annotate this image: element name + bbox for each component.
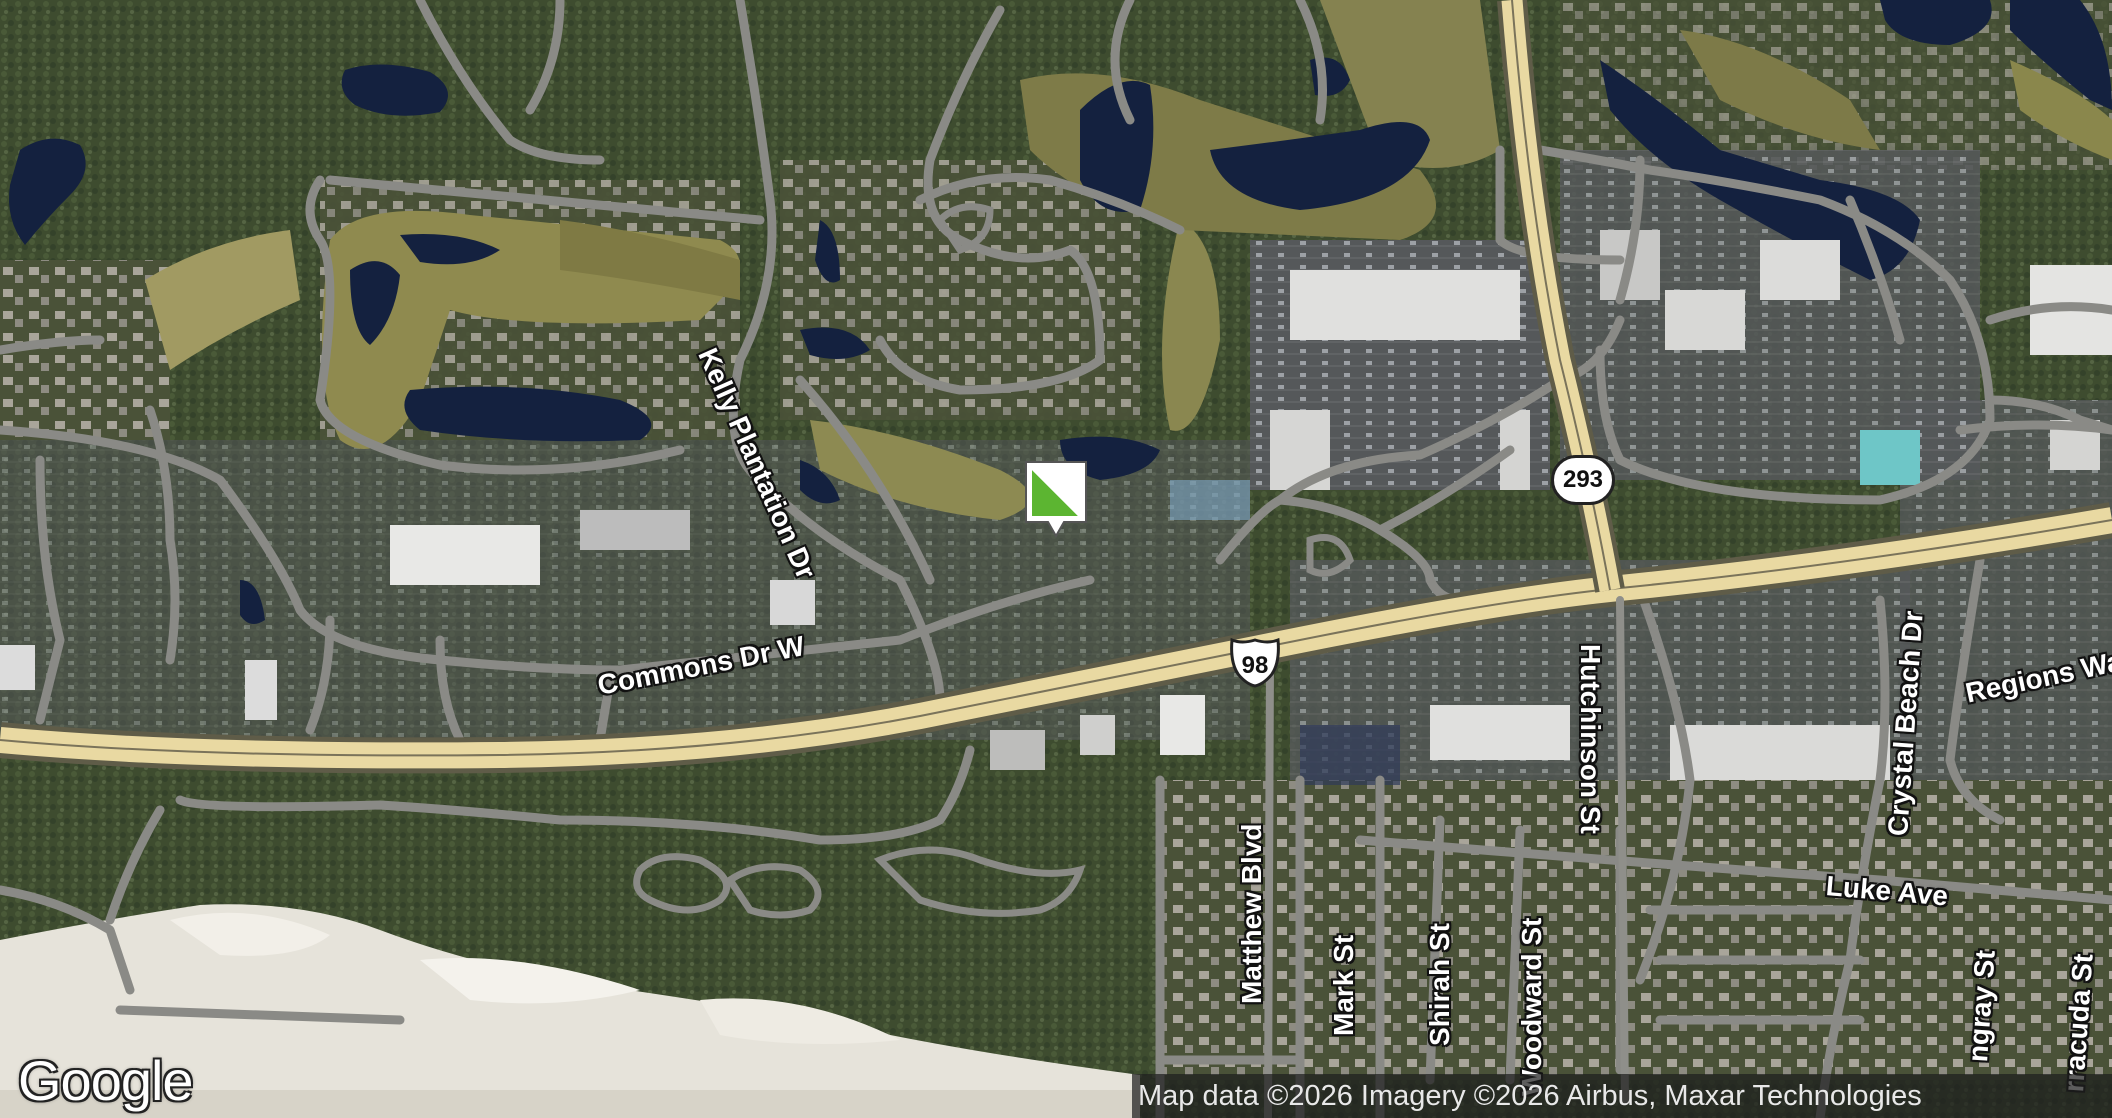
street-label-woodward-st: Woodward St — [1516, 917, 1547, 1096]
street-label-matthew-blvd: Matthew Blvd — [1236, 823, 1267, 1004]
route-shield-us98: 98 — [1228, 636, 1282, 688]
route-shield-293: 293 — [1551, 455, 1615, 505]
street-label-shirah-st: Shirah St — [1424, 923, 1455, 1046]
map-attribution[interactable]: Map data ©2026 Imagery ©2026 Airbus, Max… — [1132, 1074, 2112, 1118]
street-label-hutchinson: Hutchinson St — [1575, 644, 1606, 834]
google-logo: Google — [18, 1049, 194, 1112]
place-pin-icon[interactable] — [1022, 458, 1090, 542]
street-label-mark-st: Mark St — [1328, 934, 1359, 1036]
